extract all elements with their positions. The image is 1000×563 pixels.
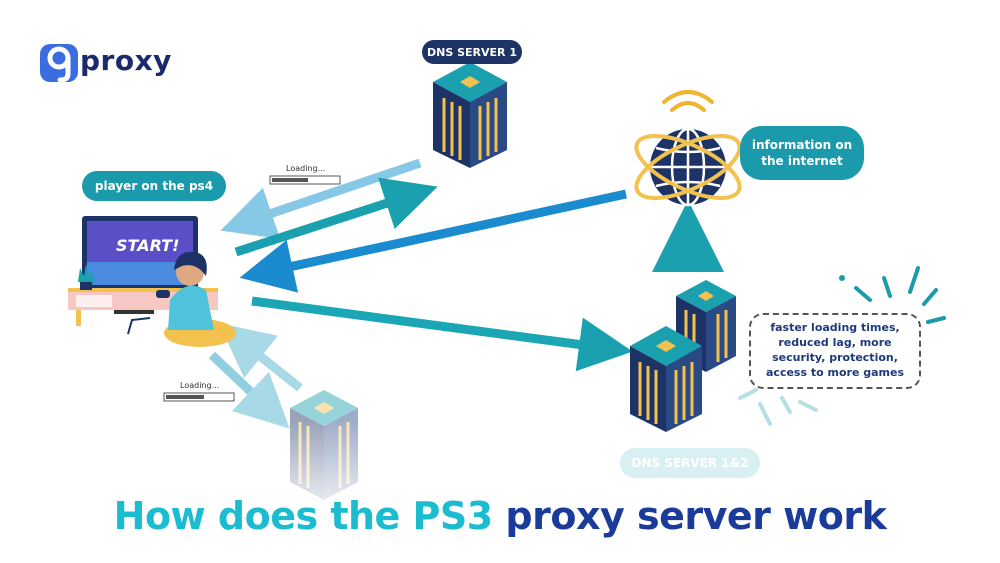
benefits-note: faster loading times, reduced lag, more …	[749, 313, 921, 389]
dns-server-1-label: DNS SERVER 1	[422, 40, 522, 64]
brand-name: proxy	[80, 44, 172, 77]
logo-icon	[40, 44, 78, 83]
tv-screen-text: START!	[116, 236, 180, 255]
loading-label-2: Loading...	[180, 381, 220, 390]
arrow-dns1-to-player	[220, 158, 422, 239]
dns-server-1-icon	[433, 62, 507, 168]
arrow-player-to-server3	[208, 351, 290, 429]
player-label: player on the ps4	[82, 171, 226, 201]
globe-wifi-icon	[634, 90, 742, 207]
loading-label-1: Loading...	[286, 164, 326, 173]
internet-label: information on the internet	[740, 126, 864, 180]
title-part-2: proxy server work	[505, 494, 887, 538]
title-part-1: How does the PS3	[113, 494, 506, 538]
page-title: How does the PS3 proxy server work	[0, 494, 1000, 538]
dns-server-12-label: DNS SERVER 1&2	[620, 448, 760, 478]
arrow-server3-to-player	[218, 323, 303, 392]
dns-servers-12-icon	[630, 280, 736, 432]
burst-lines-bottom	[738, 388, 818, 426]
burst-lines-top	[839, 266, 946, 324]
player-scene	[68, 216, 236, 347]
arrow-player-to-dns12	[251, 296, 633, 372]
arrow-internet-to-player	[239, 189, 627, 293]
loading-bar-2	[163, 392, 235, 402]
loading-bar-1	[269, 175, 341, 185]
